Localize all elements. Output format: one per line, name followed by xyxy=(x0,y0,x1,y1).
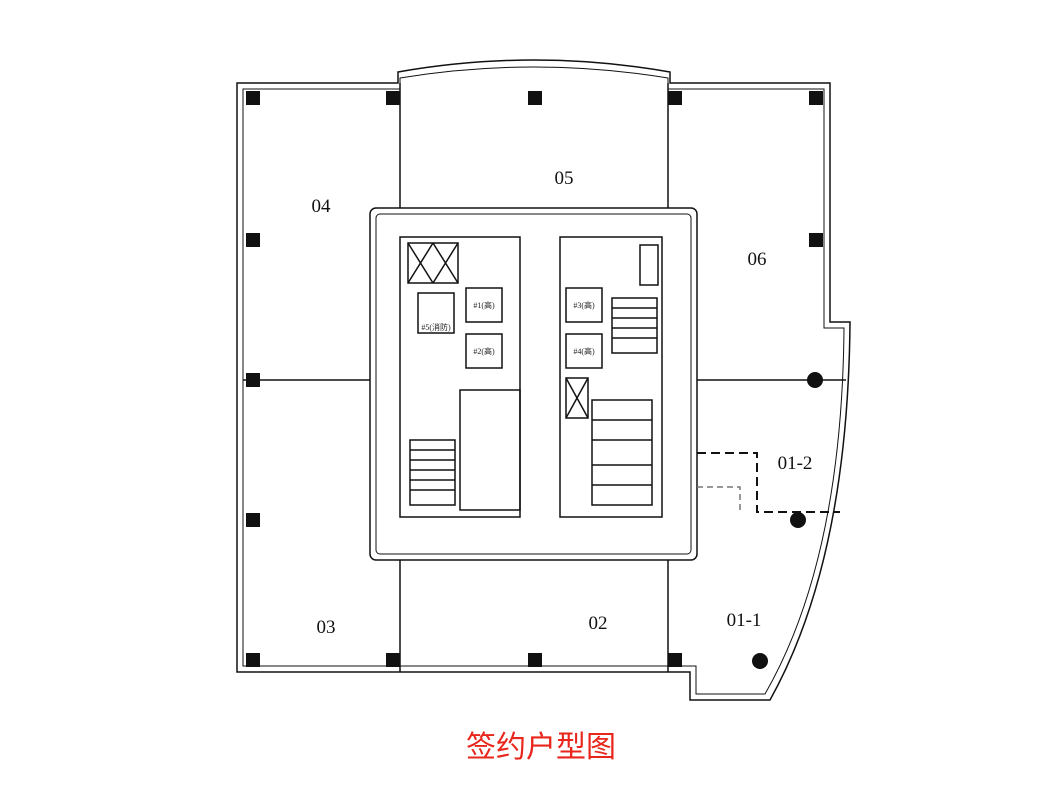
outer-wall xyxy=(236,59,851,701)
unit-04-label: 04 xyxy=(312,196,332,217)
elevator-1-label: #1(高) xyxy=(473,300,495,310)
elevator-2-label: #2(高) xyxy=(473,346,495,356)
unit-01-2-label: 01-2 xyxy=(778,453,813,474)
elevator-4-label: #4(高) xyxy=(573,346,595,356)
plan-title: 签约户型图 xyxy=(466,730,616,765)
core-inner xyxy=(375,213,692,555)
columns xyxy=(246,91,823,669)
elevator-5-label: #5(消防) xyxy=(421,322,451,332)
outer-wall-inner xyxy=(242,66,845,695)
core xyxy=(369,207,698,561)
unit-01-1-label: 01-1 xyxy=(727,610,762,631)
unit-03-label: 03 xyxy=(317,617,336,638)
unit-01-2-boundary xyxy=(697,452,840,513)
unit-06-label: 06 xyxy=(748,249,767,270)
unit-05-label: 05 xyxy=(555,168,574,189)
elevator-3-label: #3(高) xyxy=(573,300,595,310)
unit-02-label: 02 xyxy=(589,613,608,634)
